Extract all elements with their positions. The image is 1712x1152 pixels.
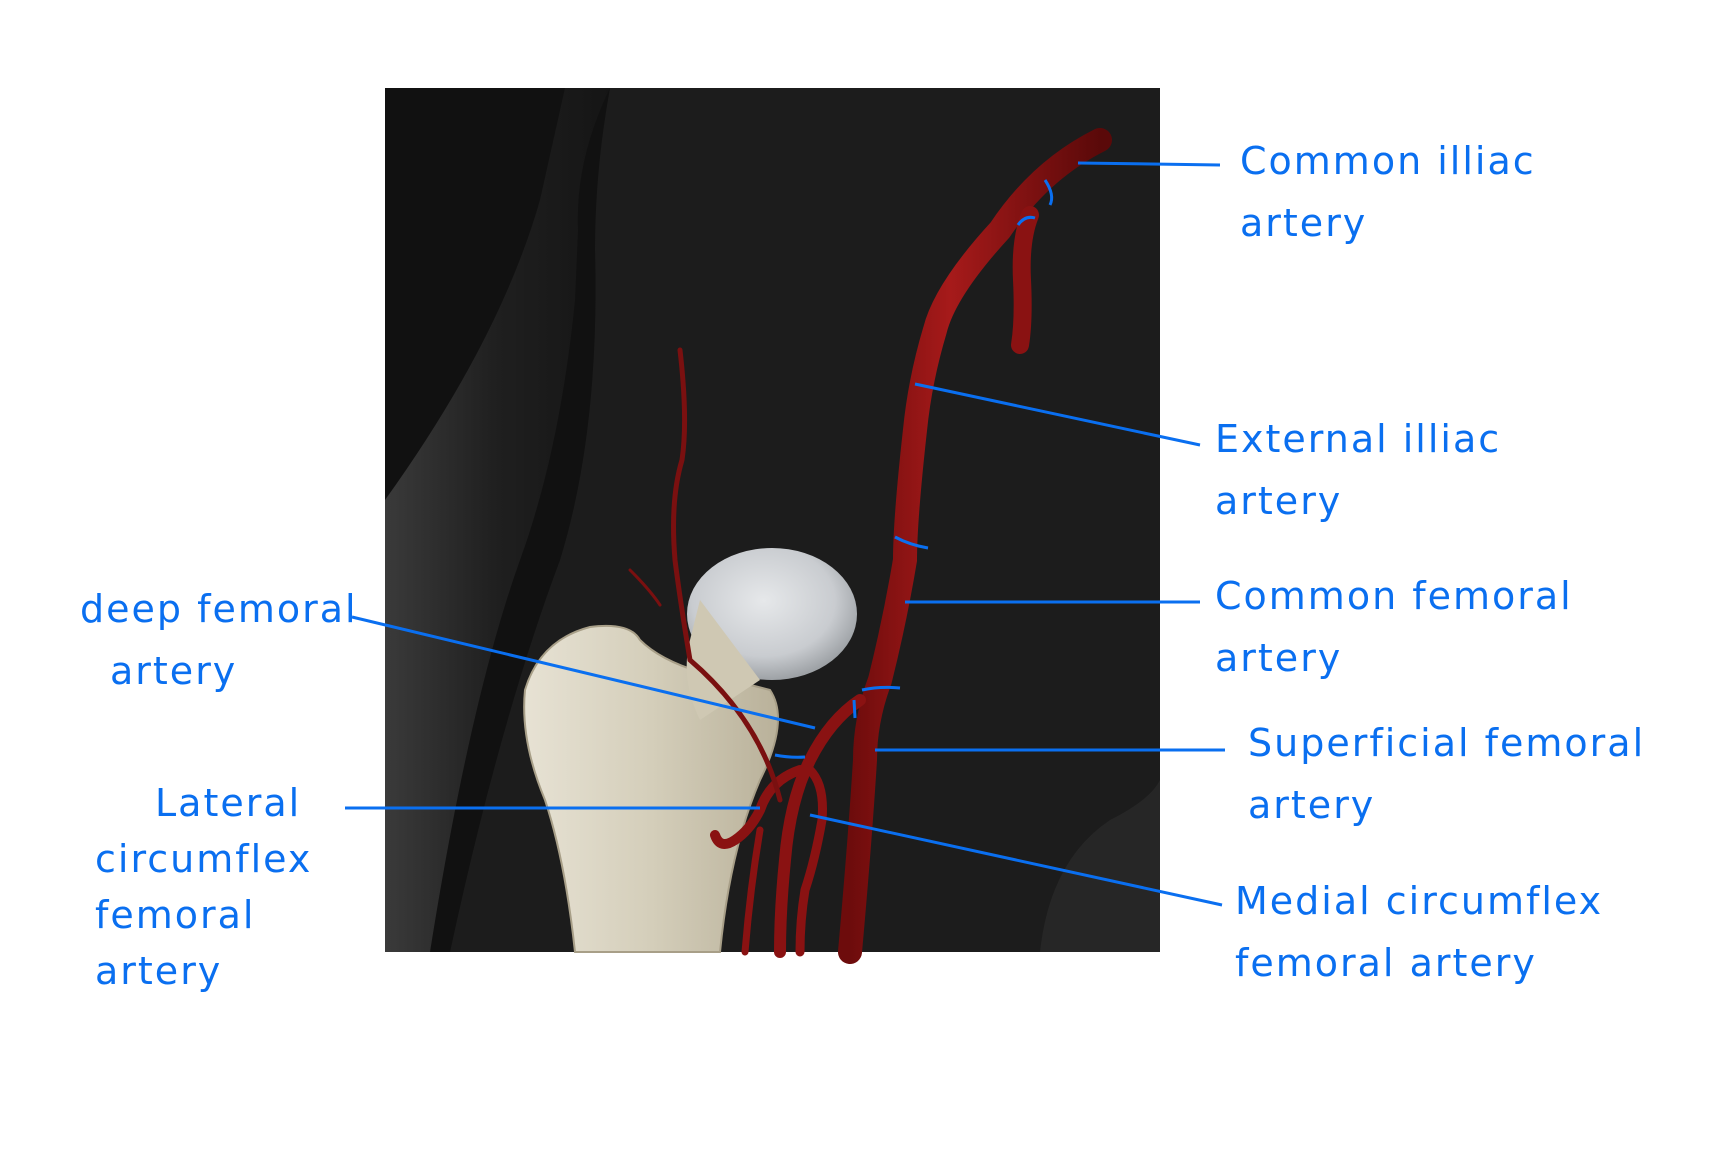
leader-deep-femoral — [351, 615, 816, 730]
label-medial-circumflex: Medial circumflex femoral artery — [1235, 879, 1604, 985]
body-silhouette — [385, 88, 610, 952]
label-external-iliac: External illiac artery — [1215, 417, 1502, 523]
label-common-iliac: Common illiac artery — [1240, 139, 1536, 245]
ascending-branch-small — [628, 568, 662, 607]
descending-branch — [741, 826, 764, 956]
main-artery-path — [838, 128, 1112, 964]
leader-medial-circumflex — [809, 813, 1223, 907]
label-superficial-femoral: Superficial femoral artery — [1248, 721, 1646, 827]
label-lateral-circumflex: Lateral circumflex femoral artery — [95, 781, 313, 993]
label-common-femoral: Common femoral artery — [1215, 574, 1573, 680]
medial-circumflex-vessel — [795, 765, 827, 957]
leg-highlight — [1040, 780, 1160, 952]
division-markers — [774, 179, 1054, 759]
label-deep-femoral: deep femoral artery — [80, 587, 358, 693]
leader-external-iliac — [914, 382, 1201, 447]
leader-lines — [345, 161, 1225, 907]
internal-iliac-branch — [1011, 206, 1039, 354]
femoral-neck — [686, 600, 760, 720]
ascending-branch — [671, 347, 783, 803]
leader-common-iliac — [1077, 161, 1221, 167]
deep-femoral-vessel — [774, 694, 866, 958]
arteries — [628, 128, 1112, 964]
